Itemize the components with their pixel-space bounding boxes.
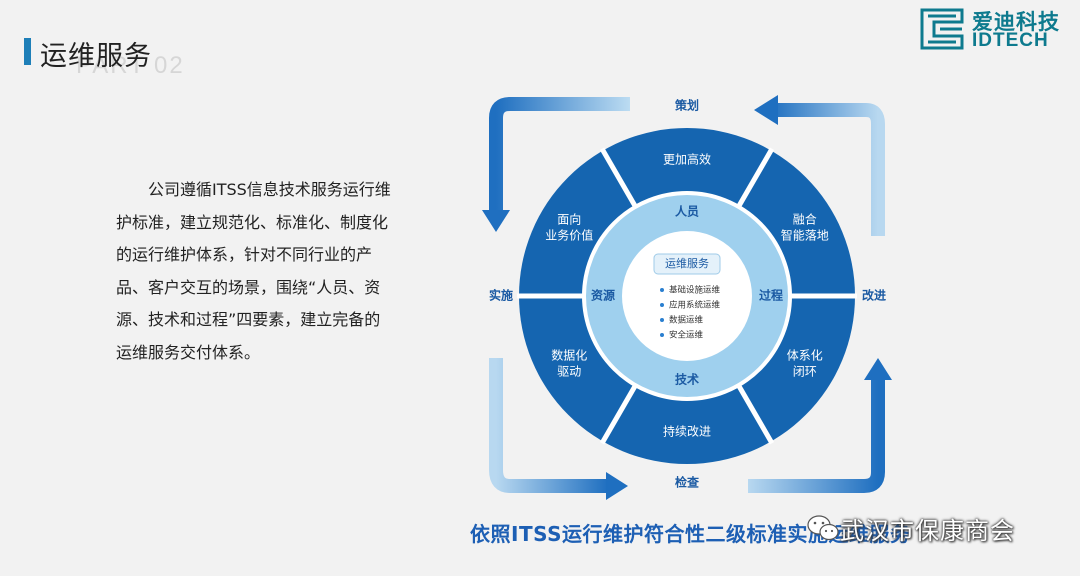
bullet-dot (660, 333, 664, 337)
idtech-logo-icon (920, 8, 964, 50)
segment-label-bottom: 持续改进 (663, 424, 711, 439)
part-label: PART 02 (76, 52, 185, 79)
center-list-item: 数据运维 (669, 315, 704, 326)
center-disc (622, 231, 752, 361)
center-list-item: 基础设施运维 (669, 285, 721, 296)
bottom-left-cycle-arrow (489, 358, 628, 500)
center-title-pill (653, 253, 721, 275)
cycle-label-top: 策划 (675, 98, 699, 113)
inner-label-bottom: 技术 (675, 372, 699, 387)
top-left-cycle-arrow (482, 97, 630, 232)
title-accent-bar (24, 38, 31, 65)
segment-label-top: 更加高效 (663, 152, 711, 167)
ring-separator (599, 383, 638, 445)
segment-label-bottom-left: 驱动 (557, 365, 581, 379)
segment-label-bottom-right: 闭环 (793, 365, 817, 379)
segment-label-bottom-right: 体系化 (787, 349, 823, 363)
center-title: 运维服务 (665, 257, 709, 270)
inner-label-right: 过程 (759, 288, 783, 303)
segment-label-top-left: 业务价值 (545, 228, 593, 243)
center-list-item: 应用系统运维 (669, 300, 721, 311)
logo-chinese-name: 爱迪科技 (972, 10, 1060, 34)
bullet-dot (660, 303, 664, 307)
intro-paragraph: 公司遵循ITSS信息技术服务运行维护标准，建立规范化、标准化、制度化的运行维护体… (116, 180, 391, 362)
top-right-cycle-arrow (754, 95, 885, 236)
ring-separator (599, 147, 638, 209)
cycle-label-left: 实施 (489, 288, 513, 303)
watermark: 武汉市保康商会 (806, 508, 1015, 548)
watermark-text: 武汉市保康商会 (840, 516, 1015, 545)
segment-label-top-left: 面向 (557, 212, 581, 227)
wechat-icon (807, 515, 839, 541)
ring-separator (736, 383, 775, 445)
segment-label-top-right: 融合 (793, 212, 817, 227)
segment-label-top-right: 智能落地 (781, 228, 829, 243)
cycle-label-right: 改进 (862, 288, 886, 303)
inner-label-top: 人员 (675, 204, 699, 219)
bottom-right-cycle-arrow (748, 358, 892, 493)
page-title: 运维服务 (40, 41, 152, 72)
cycle-label-bottom: 检查 (675, 475, 700, 490)
logo-english-name: IDTECH (972, 30, 1049, 51)
segment-label-bottom-left: 数据化 (551, 348, 587, 363)
inner-label-left: 资源 (591, 288, 615, 303)
bullet-dot (660, 288, 664, 292)
center-list-item: 安全运维 (669, 330, 704, 341)
ring-separator (736, 147, 775, 209)
bullet-dot (660, 318, 664, 322)
